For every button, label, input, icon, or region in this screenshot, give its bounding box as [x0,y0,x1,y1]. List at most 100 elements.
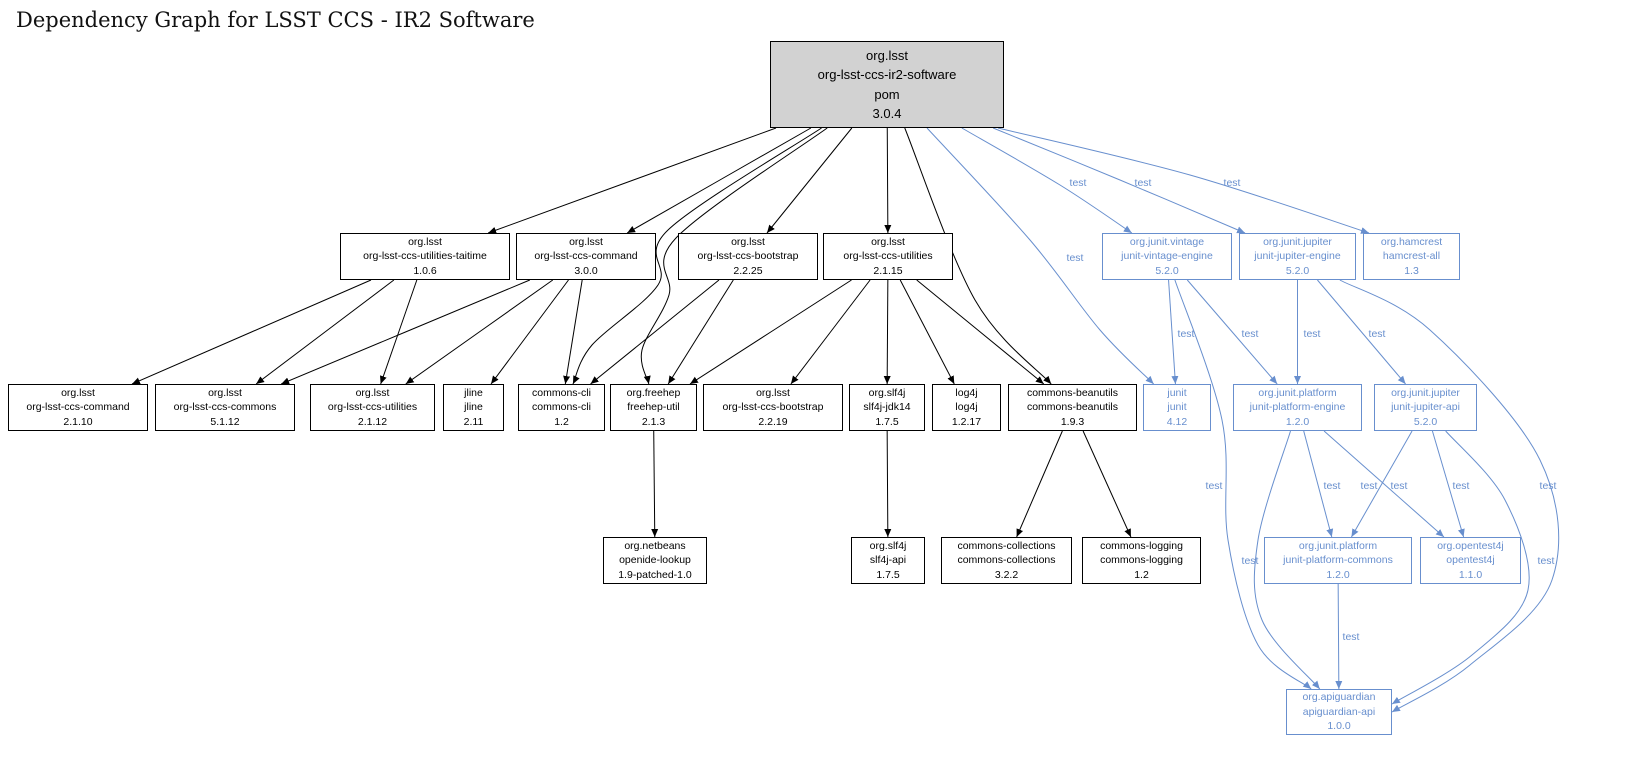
edge-japi-pcommons [1351,430,1413,538]
node-line: org.hamcrest [1380,235,1443,248]
node-line: commons-beanutils [1026,401,1119,414]
edge-bootstrap2225-commonscli [590,279,720,385]
node-line: commons-cli [532,401,591,414]
node-line: 1.9-patched-1.0 [618,568,692,581]
node-line: 2.2.25 [733,264,763,277]
node-line: 1.1.0 [1458,568,1483,581]
node-line: commons-collections [957,539,1056,552]
edge-root-junit [926,127,1155,385]
edge-vintage-apiguardian [1174,279,1312,690]
node-line: org.junit.vintage [1129,235,1205,248]
node-line: junit-platform-commons [1283,554,1393,567]
edge-utilities2115-freehep [689,279,852,385]
edge-pengine-pcommons [1303,430,1334,538]
node-line: org.lsst [208,386,242,399]
node-line: log4j [955,386,978,399]
edge-command300-commonscli [563,279,583,385]
edge-scope-label: test [1453,480,1470,492]
node-line: jline [464,401,483,414]
node-line: 2.11 [463,415,484,428]
node-line: org.netbeans [624,539,686,552]
node-line: 5.2.0 [1413,415,1438,428]
node-line: 5.2.0 [1285,264,1310,277]
node-line: org.lsst [871,235,905,248]
node-line: 1.2.17 [951,415,982,428]
node-line: log4j [955,401,978,414]
edge-utilities2115-bootstrap2219 [790,279,871,385]
diagram-title: Dependency Graph for LSST CCS - IR2 Soft… [16,8,535,32]
node-line: org.junit.platform [1298,539,1378,552]
edge-taitime-commons5112 [255,279,395,385]
edge-scope-label: test [1178,328,1195,340]
edge-command300-commons5112 [280,279,531,385]
node-line: org.lsst [756,386,790,399]
node-line: slf4j-jdk14 [863,401,911,414]
node-line: 2.1.3 [641,415,666,428]
node-line: freehep-util [627,401,680,414]
node-line: jline [464,386,483,399]
edge-bootstrap2225-freehep [667,279,734,385]
node-pcommons: org.junit.platform junit-platform-commons… [1264,537,1412,584]
edge-utilities2115-slf4jjdk14 [883,279,891,385]
node-line: commons-logging [1100,539,1183,552]
node-line: 4.12 [1166,415,1188,428]
node-line: org.junit.platform [1258,386,1337,399]
node-line: org.apiguardian [1302,691,1376,704]
node-line: opentest4j [1446,554,1495,567]
node-line: org.freehep [626,386,681,399]
node-line: 3.2.2 [994,568,1019,581]
node-line: org-lsst-ccs-command [26,401,130,414]
edge-command300-utilities2112 [405,279,554,385]
edge-scope-label: test [1324,480,1341,492]
node-line: org-lsst-ccs-commons [173,401,277,414]
edge-beanutils-clogging [1082,430,1132,538]
node-line: slf4j-api [869,554,907,567]
edge-scope-label: test [1242,328,1259,340]
edge-scope-label: test [1304,328,1321,340]
edge-jupengine-apiguardian [1339,279,1560,713]
edge-root-hamcrest [997,127,1370,234]
node-line: 5.1.12 [210,415,240,428]
edge-scope-label: test [1391,480,1408,492]
node-line: org.lsst [408,235,442,248]
edge-japi-opentest4j [1431,430,1465,538]
node-line: junit-vintage-engine [1121,250,1213,263]
node-line: commons-collections [957,554,1056,567]
edge-scope-label: test [1070,177,1087,189]
node-line: junit-jupiter-engine [1254,250,1341,263]
node-line: pom [874,86,900,102]
edge-jupengine-japi [1317,279,1406,385]
edge-slf4jjdk14-slf4japi [884,430,892,538]
edge-japi-apiguardian [1391,430,1530,705]
node-line: 2.1.10 [63,415,93,428]
edge-freehep-openide [651,430,659,538]
node-line: 1.2 [554,415,569,428]
node-line: org-lsst-ccs-utilities [843,250,933,263]
node-line: 3.0.0 [574,264,598,277]
edge-scope-label: test [1224,177,1241,189]
node-line: org.junit.jupiter [1263,235,1332,248]
node-line: org-lsst-ccs-bootstrap [697,250,799,263]
node-line: 1.7.5 [876,568,900,581]
node-line: org-lsst-ccs-utilities-taitime [363,250,487,263]
node-line: org-lsst-ccs-command [534,250,638,263]
node-line: 1.2.0 [1285,415,1310,428]
edge-pengine-apiguardian [1253,430,1321,690]
edge-scope-label: test [1538,555,1555,567]
